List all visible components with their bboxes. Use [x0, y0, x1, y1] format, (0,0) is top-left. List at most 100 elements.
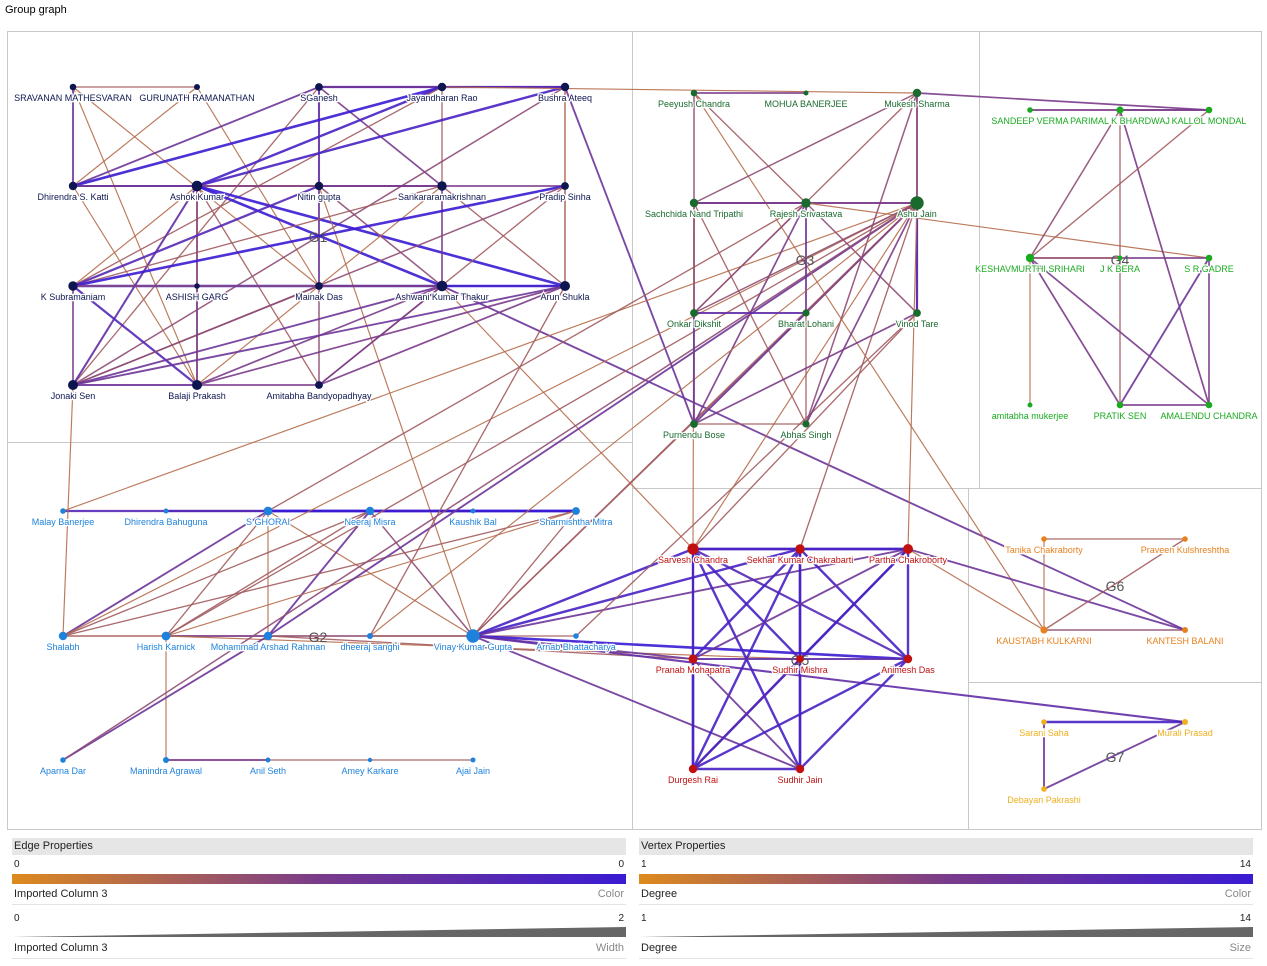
node-bushra[interactable]: Bushra Ateeq [537, 82, 593, 104]
edge[interactable] [1043, 538, 1186, 631]
edge[interactable] [799, 202, 918, 550]
node-dot[interactable] [191, 180, 203, 192]
node-dot[interactable] [265, 757, 271, 763]
node-dot[interactable] [314, 181, 324, 191]
node-aparna[interactable]: Aparna Dar [39, 757, 87, 777]
node-neeraj[interactable]: Neeraj Misra [343, 506, 397, 528]
node-mainak[interactable]: Mainak Das [294, 282, 345, 303]
node-dot[interactable] [795, 764, 805, 774]
edge[interactable] [692, 657, 909, 771]
node-dot[interactable] [802, 309, 810, 317]
node-dot[interactable] [315, 83, 323, 91]
node-dot[interactable] [68, 380, 78, 390]
node-amitabha-b[interactable]: Amitabha Bandyopadhyay [265, 381, 373, 402]
node-dhirendra-katti[interactable]: Dhirendra S. Katti [36, 181, 110, 203]
edge[interactable] [62, 384, 74, 637]
node-sandeep[interactable]: SANDEEP VERMA [990, 107, 1070, 127]
edge[interactable] [693, 92, 807, 204]
node-dot[interactable] [1182, 627, 1188, 633]
node-dot[interactable] [1182, 719, 1188, 725]
edge[interactable] [564, 86, 695, 425]
node-nitin[interactable]: Nitin gupta [296, 181, 342, 203]
edge[interactable] [472, 548, 909, 637]
node-kantesh[interactable]: KANTESH BALANI [1145, 627, 1225, 647]
node-ashok[interactable]: Ashok Kumar [169, 180, 225, 203]
node-dot[interactable] [572, 507, 580, 515]
edge[interactable] [72, 285, 198, 386]
edge[interactable] [692, 202, 918, 550]
edge[interactable] [72, 285, 566, 386]
node-sudhir-m[interactable]: Sudhir Mishra [771, 655, 829, 676]
node-dot[interactable] [263, 631, 273, 641]
node-dot[interactable] [367, 757, 373, 763]
edge[interactable] [907, 548, 1045, 631]
node-kallol[interactable]: KALLOL MONDAL [1170, 106, 1248, 127]
node-dot[interactable] [912, 88, 922, 98]
node-dot[interactable] [690, 309, 698, 317]
node-malay[interactable]: Malay Banerjee [30, 508, 96, 528]
edge[interactable] [165, 510, 371, 637]
edge[interactable] [693, 92, 918, 204]
node-dot[interactable] [803, 90, 809, 96]
node-harish[interactable]: Harish Karnick [135, 631, 197, 653]
node-dot[interactable] [1040, 626, 1048, 634]
node-dot[interactable] [910, 196, 924, 210]
node-jayandharan[interactable]: Jayandharan Rao [405, 82, 479, 104]
edge[interactable] [369, 285, 566, 637]
node-sharmishtha[interactable]: Sharmishtha Mitra [538, 507, 614, 528]
node-dot[interactable] [466, 629, 480, 643]
node-dot[interactable] [573, 633, 579, 639]
node-balaji[interactable]: Balaji Prakash [167, 380, 227, 402]
node-dot[interactable] [68, 181, 78, 191]
node-sravanan[interactable]: SRAVANAN MATHESVARAN [13, 83, 133, 104]
edge[interactable] [72, 86, 198, 187]
edge[interactable] [62, 510, 269, 637]
edge[interactable] [907, 548, 1186, 631]
edge[interactable] [62, 510, 577, 637]
edge[interactable] [692, 312, 918, 550]
edge[interactable] [805, 202, 918, 425]
edge[interactable] [196, 285, 566, 386]
edge[interactable] [1043, 721, 1186, 790]
node-dot[interactable] [1041, 536, 1047, 542]
node-dot[interactable] [1041, 719, 1047, 725]
node-dot[interactable] [1117, 255, 1123, 261]
node-amitabha-m[interactable]: amitabha mukerjee [990, 402, 1070, 422]
node-dot[interactable] [436, 280, 448, 292]
node-vinay[interactable]: Vinay Kumar Gupta [433, 629, 513, 653]
node-debayan[interactable]: Debayan Pakrashi [1006, 786, 1082, 806]
edge[interactable] [369, 202, 918, 637]
node-dot[interactable] [470, 508, 476, 514]
edge[interactable] [799, 658, 909, 770]
node-arnab[interactable]: Arnab Bhattacharya [535, 633, 617, 653]
node-ashu[interactable]: Ashu Jain [896, 196, 938, 220]
edge[interactable] [72, 86, 320, 187]
node-dot[interactable] [689, 198, 699, 208]
node-animesh[interactable]: Animesh Das [880, 654, 937, 676]
node-dheeraj[interactable]: dheeraj sanghi [339, 633, 401, 653]
node-dot[interactable] [60, 757, 66, 763]
node-dot[interactable] [1182, 536, 1188, 542]
node-dot[interactable] [1116, 106, 1124, 114]
node-mohua[interactable]: MOHUA BANERJEE [763, 90, 849, 110]
node-ksubra[interactable]: K Subramaniam [39, 281, 107, 303]
node-dot[interactable] [69, 83, 77, 91]
node-dot[interactable] [58, 631, 68, 641]
edge[interactable] [165, 510, 577, 637]
edge[interactable] [693, 92, 1045, 631]
node-dot[interactable] [560, 281, 570, 291]
node-srgadre[interactable]: S R GADRE [1183, 254, 1235, 275]
edge[interactable] [72, 185, 443, 287]
node-dot[interactable] [68, 281, 78, 291]
node-dot[interactable] [687, 543, 699, 555]
node-jkbera[interactable]: J K BERA [1099, 255, 1141, 275]
node-shalabh[interactable]: Shalabh [45, 631, 81, 653]
node-dhirendra-b[interactable]: Dhirendra Bahuguna [123, 508, 209, 528]
edge[interactable] [472, 634, 909, 661]
edge[interactable] [62, 510, 371, 637]
edge[interactable] [805, 202, 918, 314]
node-dot[interactable] [903, 544, 913, 554]
node-amalendu[interactable]: AMALENDU CHANDRA [1159, 401, 1259, 422]
node-parimal[interactable]: PARIMAL K BHARDWAJ [1069, 106, 1171, 127]
edge[interactable] [62, 202, 918, 512]
